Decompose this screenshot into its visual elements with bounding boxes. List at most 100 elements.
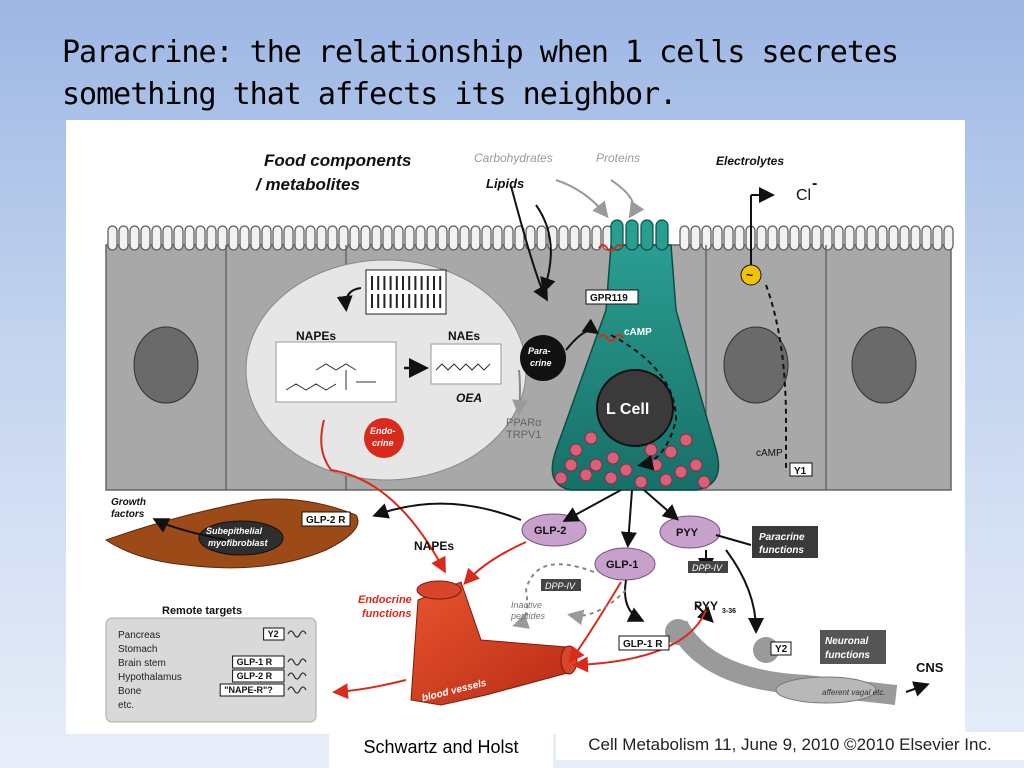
pyy-oval (659, 515, 721, 549)
trpv1-label: TRPV1 (506, 429, 541, 441)
receptor-squiggle-icon (287, 672, 307, 680)
pyy336-label: PYY (694, 599, 718, 613)
receptor-box (232, 655, 285, 669)
lipids-label: Lipids (486, 176, 524, 191)
slide-title: Paracrine: the relationship when 1 cells… (62, 35, 899, 112)
chloride-label: Cl (796, 187, 811, 204)
remote-target-receptor: GLP-2 R (237, 671, 273, 681)
receptor-box (219, 683, 285, 697)
dpp-iv-right-label: DPP-IV (692, 563, 723, 573)
arrow-membrane-napes (336, 287, 362, 312)
neuronal-functions-label-2: functions (825, 650, 870, 661)
granule (674, 465, 688, 479)
y1-label: Y1 (794, 466, 807, 477)
glp2-label: GLP-2 (534, 525, 566, 537)
granule (634, 475, 648, 489)
l-cell-body (551, 244, 720, 491)
granule (564, 458, 578, 472)
napes-lower-label: NAPEs (414, 539, 454, 553)
l-cell-label: L Cell (606, 401, 649, 418)
gpr119-label: GPR119 (590, 293, 628, 304)
carbohydrates-label: Carbohydrates (474, 151, 553, 165)
y2-right-label: Y2 (775, 644, 788, 655)
granule (554, 471, 568, 485)
camp-down-label: cAMP (756, 448, 783, 459)
myofibroblast-label: myofibroblast (208, 538, 269, 548)
glp1-label: GLP-1 (606, 559, 638, 571)
granule (664, 445, 678, 459)
inactive-peptides-label: Inactive (511, 600, 542, 610)
neuronal-functions-label: Neuronal (825, 636, 869, 647)
paracrine-functions-label: Paracrine (759, 532, 805, 543)
ppar-label: PPARα (506, 417, 542, 429)
remote-target-receptor: "NAPE-R"? (224, 685, 273, 695)
oea-label: OEA (456, 391, 482, 405)
l-cell-nucleus (596, 369, 674, 447)
diagram-panel: ~ (66, 120, 965, 734)
granule (604, 471, 618, 485)
granule (589, 458, 603, 472)
receptor-box (263, 627, 285, 641)
svg-text:~: ~ (746, 268, 753, 282)
growth-factors-label: Growth (111, 497, 146, 508)
afferent-vagal-label: afferent vagal etc. (822, 688, 886, 697)
paracrine-node-label: Para- (528, 346, 551, 356)
receptor-squiggle-icon (287, 686, 307, 694)
granule (649, 458, 663, 472)
lipid-receptor-icon (598, 244, 624, 342)
granule (659, 473, 673, 487)
remote-target-receptor: GLP-1 R (237, 657, 273, 667)
granule (697, 475, 711, 489)
granule (579, 468, 593, 482)
receptor-box (232, 669, 285, 683)
remote-target-organ: Stomach (118, 644, 157, 655)
granule (689, 458, 703, 472)
pyy-label: PYY (676, 527, 699, 539)
electrolytes-label: Electrolytes (716, 154, 784, 168)
remote-target-organ: Bone (118, 686, 142, 697)
receptor-squiggle-icon (287, 630, 307, 638)
granule (584, 431, 598, 445)
granule (644, 443, 658, 457)
proteins-label: Proteins (596, 151, 640, 165)
pyy336-subscript: 3-36 (722, 608, 736, 615)
paracrine-diagram: ~ (104, 151, 954, 723)
glp1r-label: GLP-1 R (623, 639, 663, 650)
metabolites-label: / metabolites (255, 175, 360, 194)
electrolyte-channel: ~ (740, 187, 775, 286)
food-components-label: Food components (264, 151, 411, 170)
chloride-charge: - (812, 175, 817, 192)
citation-text: Cell Metabolism 11, June 9, 2010 ©2010 E… (556, 732, 1024, 760)
subepithelial-label: Subepithelial (206, 526, 263, 536)
camp-up-label: cAMP (624, 327, 652, 338)
paracrine-node-label-2: crine (530, 358, 552, 368)
endocrine-functions-label-2: functions (362, 608, 412, 620)
granule (619, 463, 633, 477)
dpp-iv-left-label: DPP-IV (545, 581, 576, 591)
endocrine-node (364, 418, 404, 458)
afferent-vagal-nerve (665, 619, 898, 705)
paracrine-functions-label-2: functions (759, 545, 804, 556)
naes-label: NAEs (448, 329, 480, 343)
paracrine-node (520, 335, 566, 381)
secretory-granules (554, 431, 711, 489)
endocrine-node-label: Endo- (370, 426, 396, 436)
membrane-bilayer-icon (365, 269, 447, 315)
remote-target-receptor: Y2 (268, 629, 279, 639)
credit-text: Schwartz and Holst (329, 731, 553, 768)
granule (679, 433, 693, 447)
glp2-oval (521, 513, 587, 547)
napes-structure (275, 341, 397, 403)
granule (606, 451, 620, 465)
endocrine-node-label-2: crine (372, 438, 394, 448)
endocrine-functions-label: Endocrine (358, 594, 412, 606)
remote-target-organ: Pancreas (118, 630, 160, 641)
growth-factors-label-2: factors (111, 509, 145, 520)
napes-label: NAPEs (296, 329, 336, 343)
remote-target-organ: Hypothalamus (118, 672, 182, 683)
glp2r-top-label: GLP-2 R (306, 515, 346, 526)
remote-target-organ: etc. (118, 700, 134, 711)
granule (569, 443, 583, 457)
remote-targets-label: Remote targets (162, 605, 242, 617)
